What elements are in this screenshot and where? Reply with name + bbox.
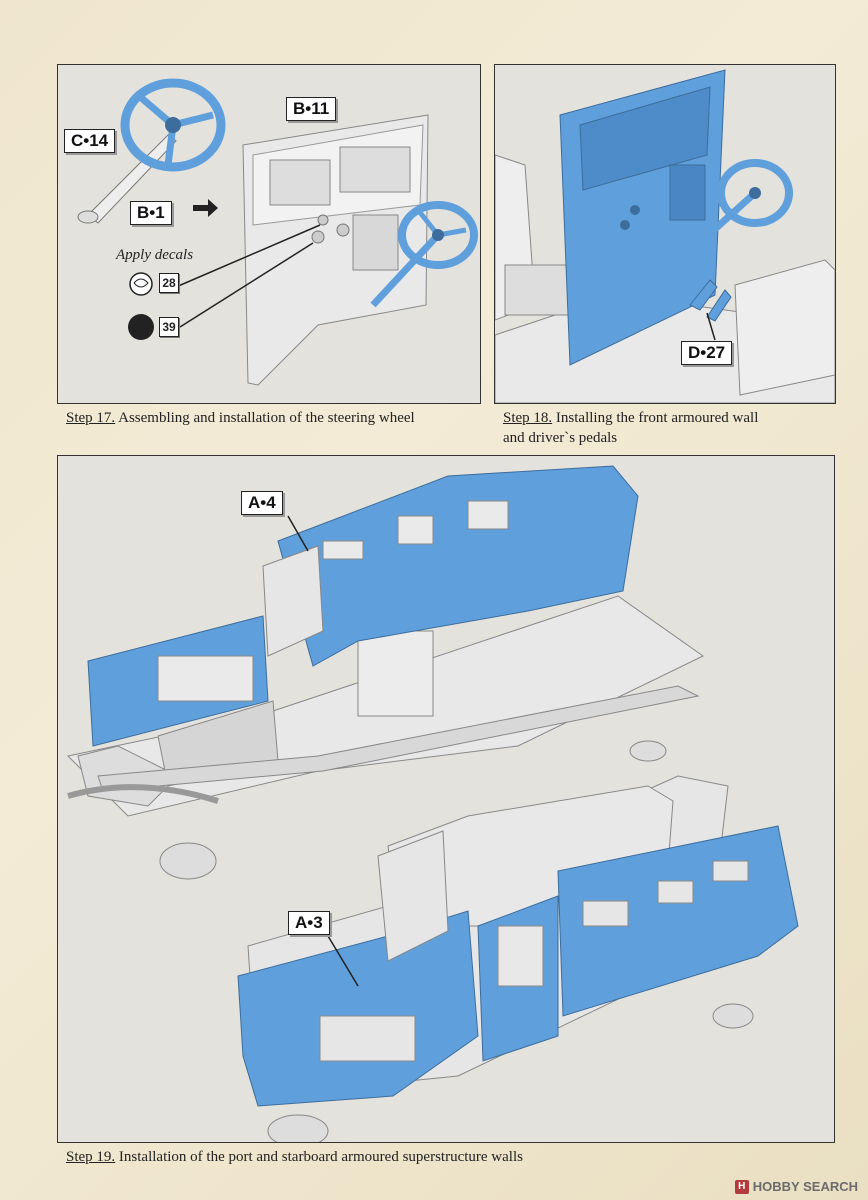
step17-text: Assembling and installation of the steer… <box>118 410 415 426</box>
apply-decals-label: Apply decals <box>116 247 194 263</box>
callout-a3: A•3 <box>288 911 330 935</box>
step19-text: Installation of the port and starboard a… <box>118 1149 523 1165</box>
decal-28-badge: 28 <box>159 273 179 293</box>
watermark-text: HOBBY SEARCH <box>752 1179 858 1194</box>
step17-illustration <box>77 78 478 386</box>
step18-text-line1: Installing the front armoured wall <box>555 410 759 426</box>
step18-number: Step 18. <box>503 410 553 426</box>
callout-a4: A•4 <box>241 491 283 515</box>
step17-caption: Step 17. Assembling and installation of … <box>66 408 415 428</box>
step17-number: Step 17. <box>66 410 116 426</box>
step17-panel: C•14 B•1 B•11 Apply decals 28 39 <box>57 64 481 404</box>
callout-d27: D•27 <box>681 341 733 365</box>
lower-assembly <box>237 775 799 1142</box>
upper-assembly <box>66 465 704 880</box>
step18-panel: D•27 <box>494 64 836 404</box>
step18-caption: Step 18. Installing the front armoured w… <box>503 408 758 448</box>
step19-panel: A•4 A•3 <box>57 455 835 1143</box>
front-armoured-wall <box>559 69 726 366</box>
step19-caption: Step 19. Installation of the port and st… <box>66 1147 523 1167</box>
step19-number: Step 19. <box>66 1149 116 1165</box>
step18-illustration <box>495 69 835 403</box>
step18-text-line2: and driver`s pedals <box>503 430 618 446</box>
front-wall-b11 <box>242 114 429 386</box>
hobby-search-logo-icon: H <box>734 1179 749 1194</box>
steering-wheel-b1 <box>120 78 226 172</box>
callout-b11: B•11 <box>286 97 337 121</box>
decal-39-badge: 39 <box>159 317 179 337</box>
watermark: H HOBBY SEARCH <box>734 1179 858 1194</box>
callout-c14: C•14 <box>64 129 116 153</box>
step19-illustration <box>66 465 799 1142</box>
steering-wheel-installed <box>370 201 478 308</box>
callout-b1: B•1 <box>130 201 172 225</box>
